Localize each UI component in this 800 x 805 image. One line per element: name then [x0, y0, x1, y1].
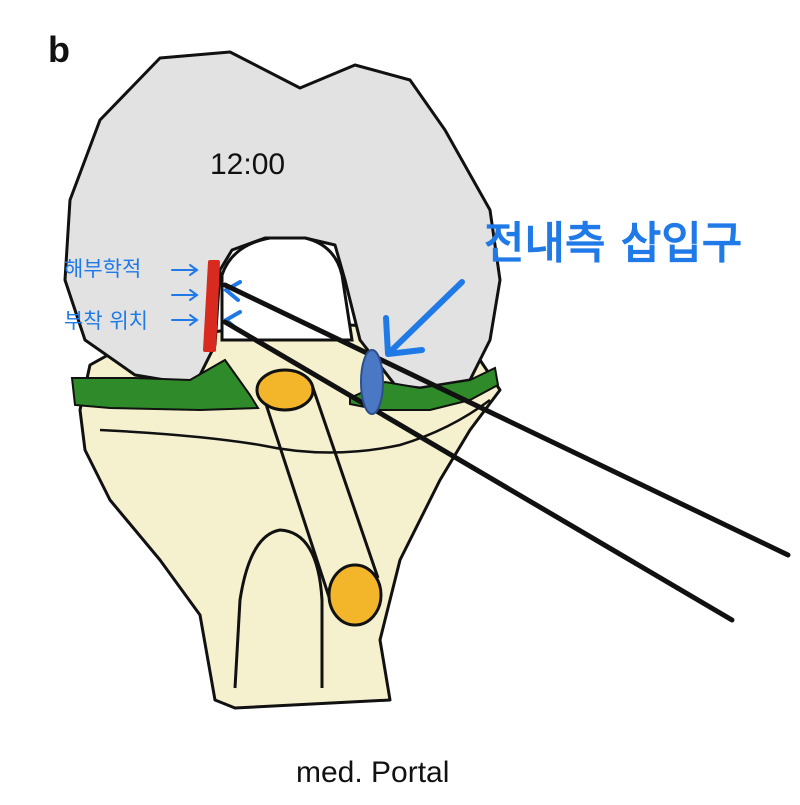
- instrument-line-upper: [222, 282, 791, 558]
- anteromedial-portal-label: 전내측 삽입구: [484, 218, 742, 269]
- anatomic-footprint-marker: [203, 260, 220, 352]
- clock-position-label: 12:00: [210, 148, 285, 181]
- portal-pointer-arrow: [389, 279, 465, 353]
- anatomic-site-label-line1: 해부학적: [64, 257, 141, 281]
- intercondylar-notch: [220, 236, 354, 342]
- lateral-meniscus: [70, 358, 260, 412]
- anteromedial-portal-marker: [360, 349, 384, 415]
- footprint-arrowhead-upper: [222, 280, 242, 302]
- label-pointer-arrows: [171, 264, 199, 326]
- anatomic-site-label-line2: 부착 위치: [64, 309, 148, 333]
- tibial-shaft-outline: [233, 528, 324, 689]
- figure-caption: med. Portal: [296, 756, 449, 789]
- instrument-line-lower: [222, 319, 735, 623]
- tibial-tunnel-upper-aperture: [255, 368, 315, 412]
- tibial-tunnel-right-wall: [310, 384, 380, 579]
- tibial-tunnel-left-wall: [260, 391, 332, 601]
- portal-pointer-arrowhead: [383, 315, 425, 357]
- panel-label: b: [48, 29, 70, 70]
- tibial-plateau-line: [99, 398, 491, 454]
- tibial-tunnel-lower-aperture: [327, 563, 383, 627]
